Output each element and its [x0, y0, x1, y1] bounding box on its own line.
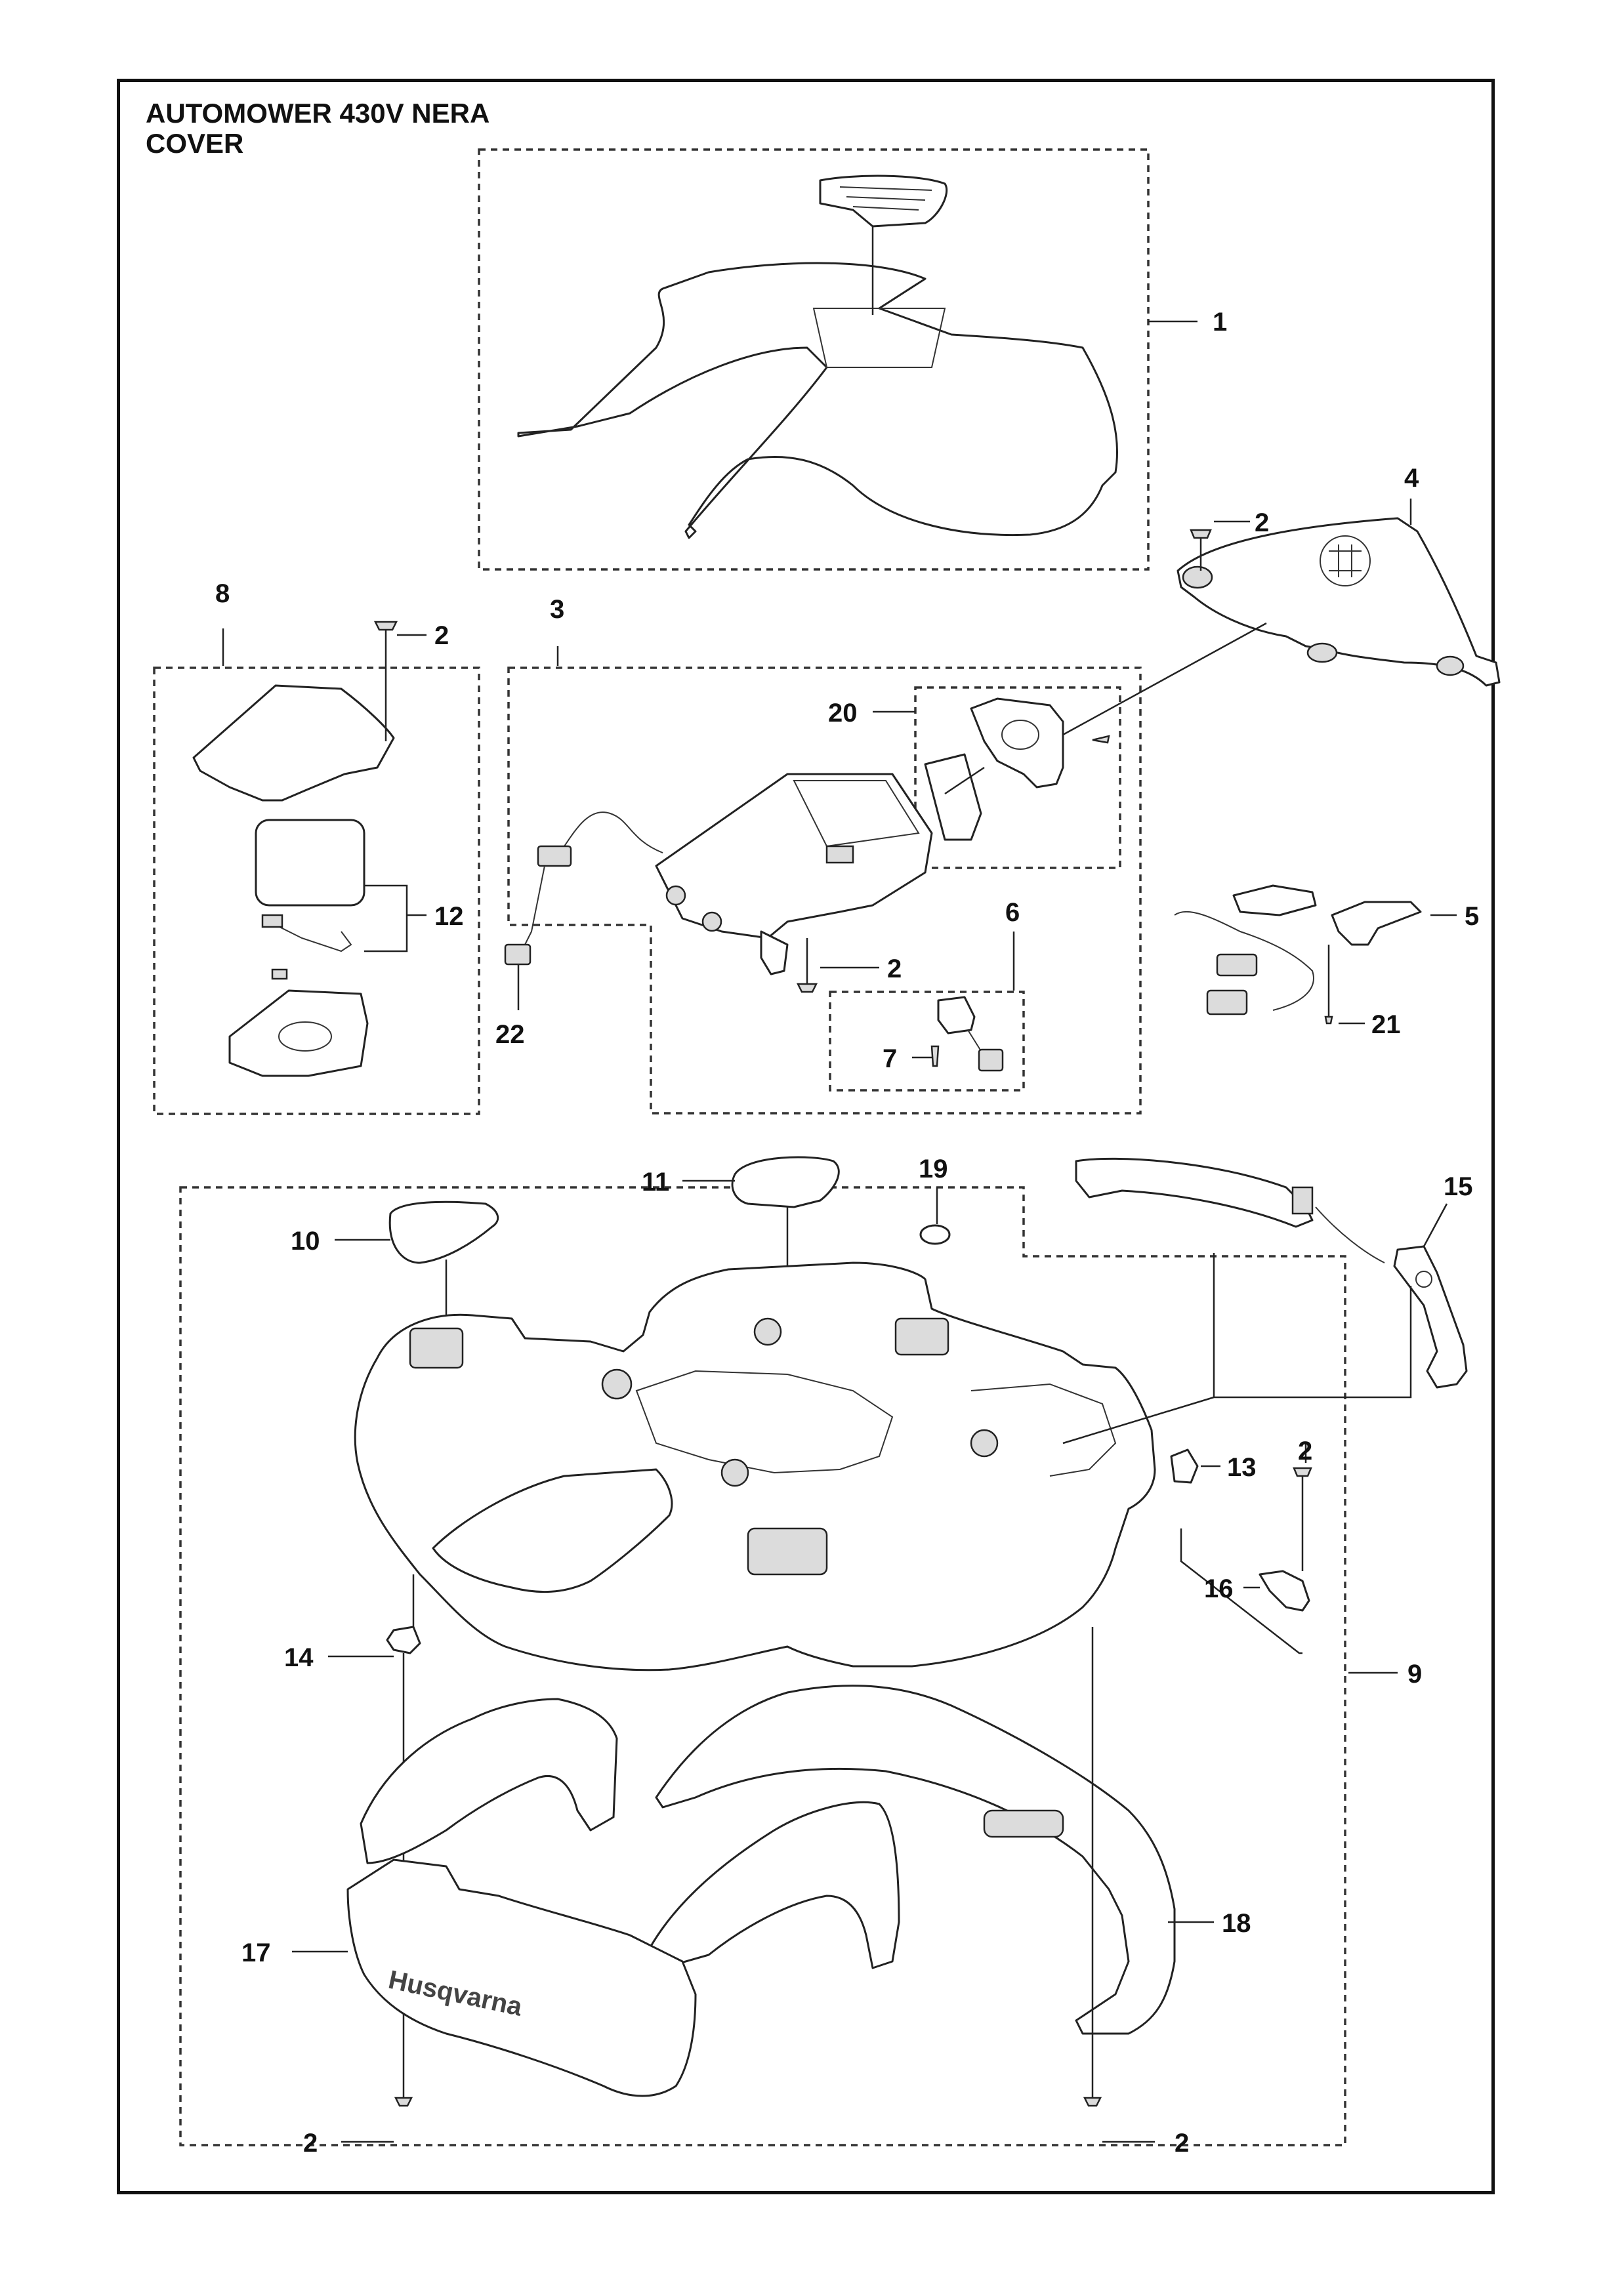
- callout-7: 7: [883, 1044, 897, 1073]
- connector-22: [504, 943, 531, 966]
- callout-2: 2: [303, 2129, 318, 2158]
- leader-15: [1423, 1203, 1448, 1247]
- lid-part-4: [1176, 517, 1501, 687]
- cap-part-10: [388, 1200, 499, 1319]
- main-body-part-9: [354, 1261, 1156, 1671]
- callout-2: 2: [1255, 508, 1269, 537]
- skirt-part-17: Husqvarna: [346, 1858, 697, 2097]
- electronics-unit-part-3: [504, 773, 933, 993]
- screw-icon: [1324, 1015, 1333, 1025]
- callout-10: 10: [291, 1227, 320, 1256]
- callout-13: 13: [1227, 1453, 1257, 1482]
- callout-15: 15: [1444, 1172, 1473, 1201]
- plug-part-19: [919, 1224, 951, 1245]
- callout-2: 2: [1175, 2129, 1189, 2158]
- screw-icon: [394, 2097, 413, 2107]
- group-box-3: [507, 666, 1142, 1115]
- callout-9: 9: [1407, 1660, 1422, 1689]
- diagram-frame: [117, 79, 1495, 2194]
- callout-4: 4: [1404, 464, 1419, 493]
- bracket-part-20: [924, 622, 1267, 841]
- callout-12: 12: [434, 902, 464, 931]
- screw-icon: [373, 621, 398, 631]
- bumper-part-15: [1075, 1157, 1468, 1389]
- harness-part-5: [1174, 884, 1422, 1025]
- callout-2: 2: [434, 621, 449, 650]
- callout-3: 3: [550, 595, 564, 624]
- callout-22: 22: [495, 1020, 525, 1049]
- screw-icon: [1190, 529, 1212, 539]
- top-cover-part: [517, 174, 1118, 539]
- clip-part-13: [1170, 1448, 1199, 1484]
- callout-17: 17: [241, 1938, 271, 1967]
- group-box-top-cover: [478, 148, 1150, 571]
- callout-11: 11: [642, 1168, 669, 1197]
- callout-14: 14: [284, 1643, 314, 1672]
- diagram-title: AUTOMOWER 430V NERA: [146, 98, 490, 129]
- callout-8: 8: [215, 579, 230, 608]
- bracket-part-16: [1259, 1467, 1312, 1612]
- callout-1: 1: [1213, 308, 1227, 337]
- group-box-20: [914, 686, 1121, 869]
- group-box-9: [179, 1186, 1346, 2146]
- callout-18: 18: [1222, 1909, 1251, 1938]
- wheel-arch-left: [360, 1698, 618, 1864]
- screw-icon: [1083, 2097, 1102, 2107]
- screw-icon: [796, 983, 818, 993]
- display-kit-part-8: [192, 621, 398, 1077]
- leader-16-assembly: [1180, 1528, 1302, 1654]
- sensor-part-6: [930, 996, 1004, 1072]
- leader-12: [364, 884, 427, 953]
- leader-15-assembly: [1062, 1253, 1412, 1445]
- callout-21: 21: [1371, 1010, 1401, 1039]
- callout-19: 19: [919, 1155, 948, 1183]
- callout-2: 2: [1298, 1437, 1312, 1466]
- callout-5: 5: [1465, 902, 1479, 931]
- wheel-arch-center: [648, 1801, 900, 1969]
- screw-icon: [1092, 735, 1110, 744]
- callout-6: 6: [1005, 898, 1020, 927]
- group-box-8: [153, 666, 480, 1115]
- callout-16: 16: [1204, 1574, 1234, 1603]
- skirt-part-18: [655, 1627, 1176, 2099]
- diagram-subtitle: COVER: [146, 128, 244, 159]
- callout-2: 2: [887, 954, 902, 983]
- screw-icon: [1293, 1467, 1312, 1477]
- callout-20: 20: [828, 699, 858, 728]
- group-box-6: [829, 991, 1025, 1092]
- screw-icon: [930, 1045, 940, 1067]
